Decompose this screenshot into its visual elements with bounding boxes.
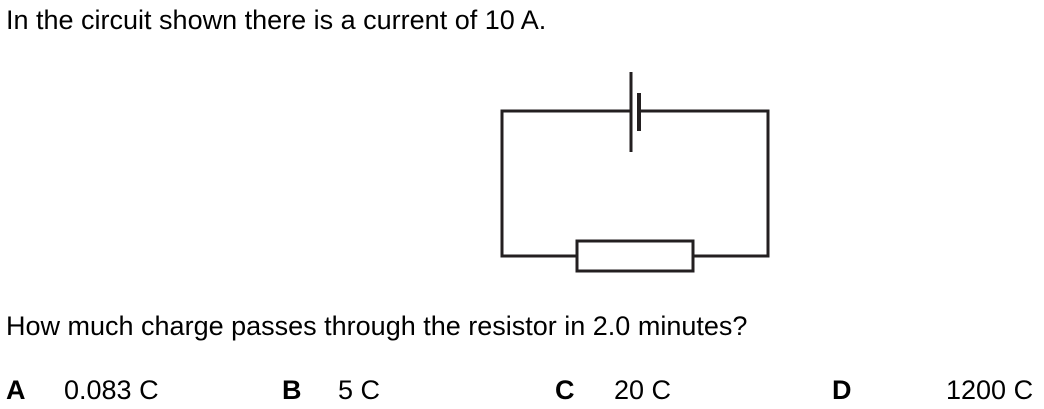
circuit-wire-right [639, 109, 770, 258]
option-value: 5 C [338, 375, 381, 405]
question-prompt: How much charge passes through the resis… [6, 311, 748, 341]
circuit-wire [500, 109, 631, 258]
option-letter: A [6, 375, 26, 405]
option-value: 1200 C [946, 375, 1034, 405]
resistor-icon [575, 239, 695, 273]
question-intro: In the circuit shown there is a current … [6, 5, 547, 35]
option-letter: B [282, 375, 302, 405]
option-letter: D [832, 375, 852, 405]
cell-icon [629, 72, 641, 152]
option-value: 20 C [614, 375, 672, 405]
option-value: 0.083 C [64, 375, 159, 405]
option-letter: C [555, 375, 575, 405]
